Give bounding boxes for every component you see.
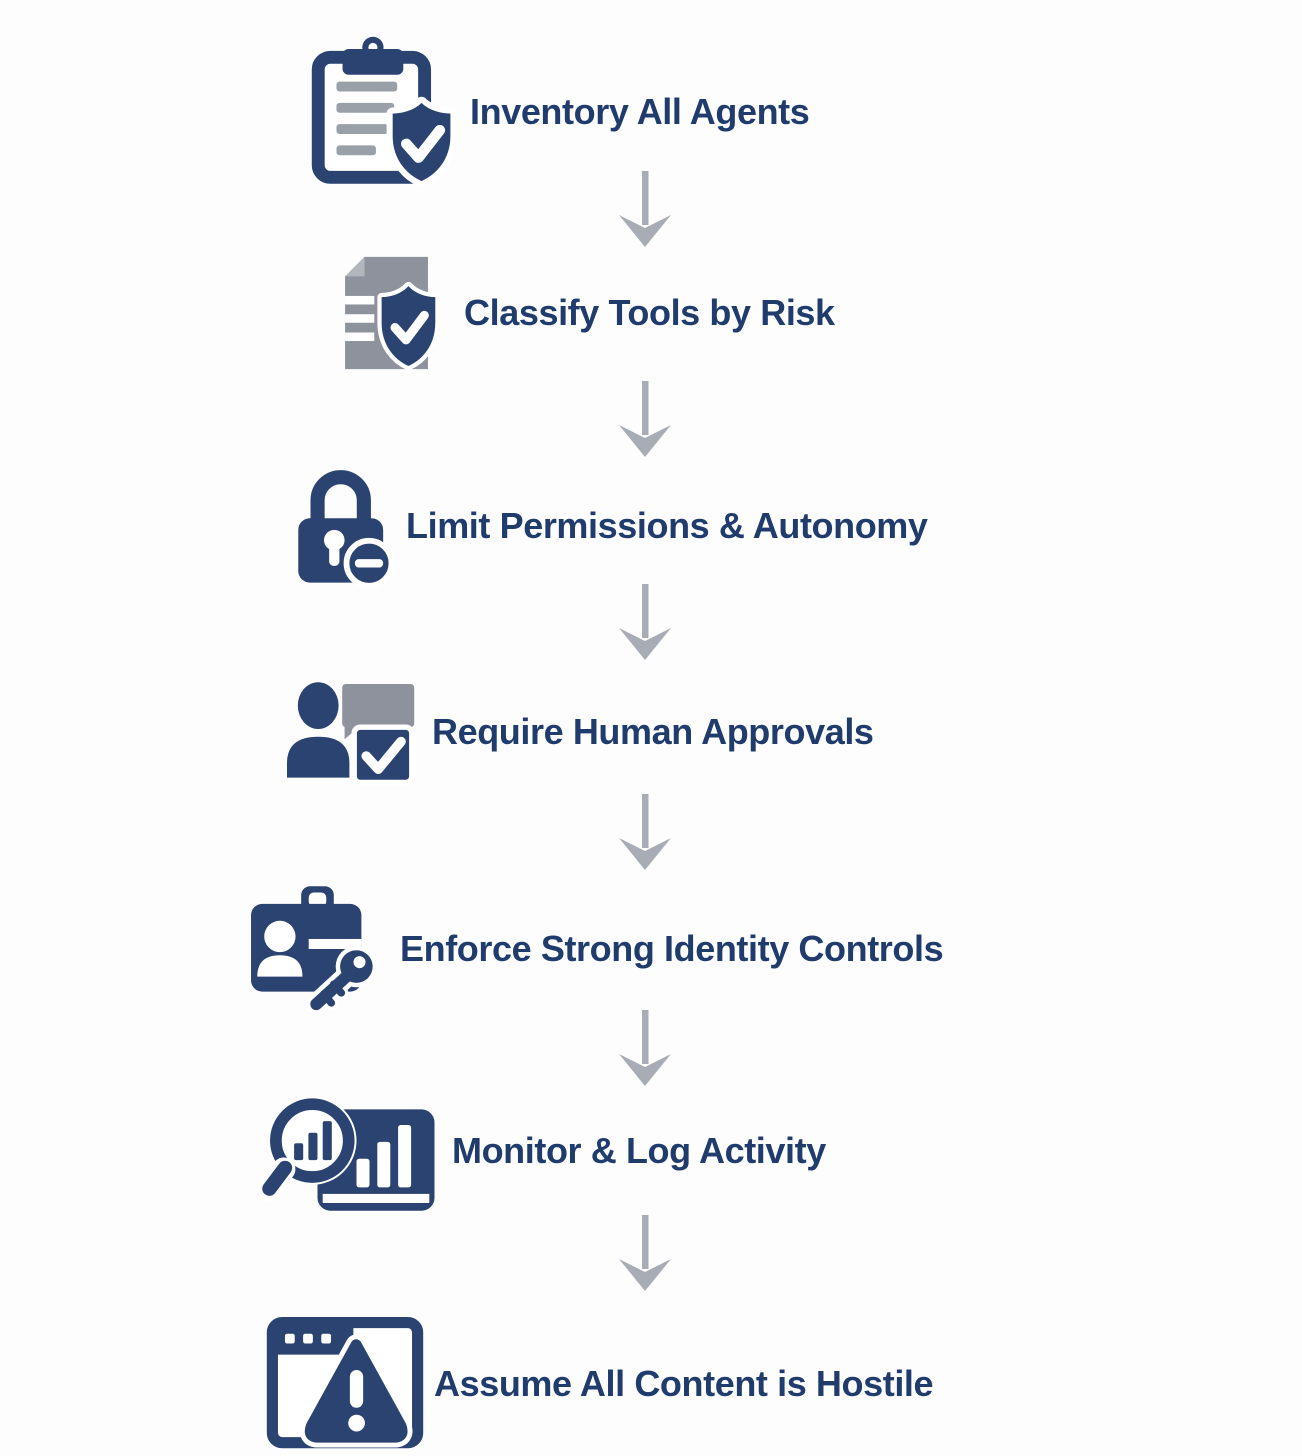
id-badge-key-icon	[246, 886, 394, 1012]
person-approval-checkbox-icon	[282, 672, 424, 792]
browser-warning-icon	[264, 1314, 426, 1454]
flow-step-inventory-all-agents: Inventory All Agents	[300, 36, 810, 188]
clipboard-check-shield-icon	[300, 36, 458, 188]
step-label: Limit Permissions & Autonomy	[406, 505, 928, 546]
flow-step-limit-permissions-autonomy: Limit Permissions & Autonomy	[288, 460, 928, 592]
step-label: Monitor & Log Activity	[452, 1130, 826, 1171]
down-arrow-icon	[619, 1010, 671, 1086]
flow-step-classify-tools-by-risk: Classify Tools by Risk	[328, 252, 835, 374]
document-check-shield-icon	[328, 252, 456, 374]
down-arrow-icon	[619, 794, 671, 870]
step-label: Inventory All Agents	[470, 91, 810, 132]
down-arrow-icon	[619, 381, 671, 457]
step-label: Enforce Strong Identity Controls	[400, 928, 944, 969]
flow-step-monitor-log-activity: Monitor & Log Activity	[260, 1086, 826, 1216]
step-label: Require Human Approvals	[432, 711, 874, 752]
step-label: Classify Tools by Risk	[464, 292, 835, 333]
magnifier-bar-chart-icon	[260, 1086, 440, 1216]
flow-step-assume-all-content-hostile: Assume All Content is Hostile	[264, 1314, 934, 1454]
down-arrow-icon	[619, 1215, 671, 1291]
lock-minus-icon	[288, 460, 396, 592]
flow-step-enforce-strong-identity-controls: Enforce Strong Identity Controls	[246, 886, 944, 1012]
flow-step-require-human-approvals: Require Human Approvals	[282, 672, 874, 792]
down-arrow-icon	[619, 171, 671, 247]
step-label: Assume All Content is Hostile	[434, 1363, 934, 1404]
down-arrow-icon	[619, 584, 671, 660]
